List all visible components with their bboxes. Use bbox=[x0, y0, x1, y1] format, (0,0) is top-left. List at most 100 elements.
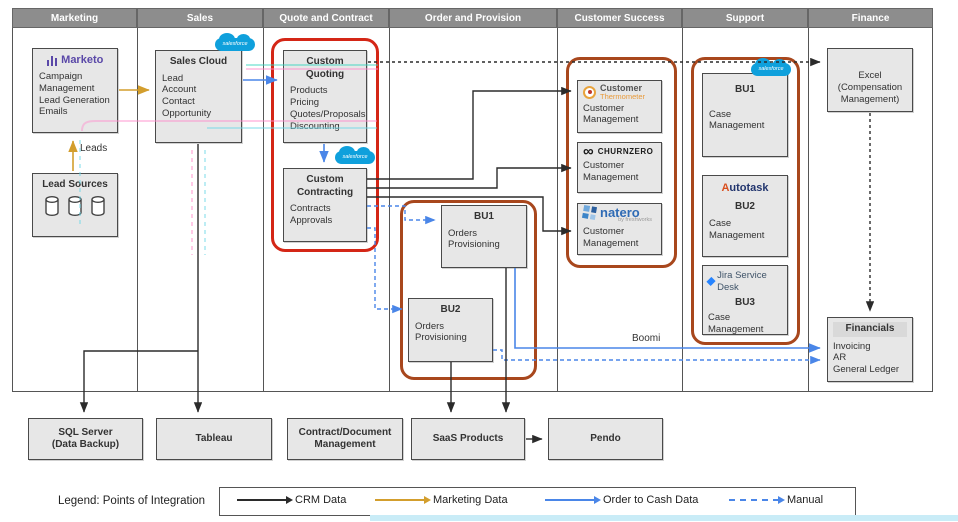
lead-sources-box: Lead Sources bbox=[32, 173, 118, 237]
custom-contracting-capabilities: Contracts Approvals bbox=[290, 203, 333, 226]
salesforce-logo-text: salesforce bbox=[222, 41, 248, 47]
custom-contracting-box: Custom Contracting Contracts Approvals bbox=[283, 168, 367, 242]
lane-label: Order and Provision bbox=[424, 12, 522, 24]
crm-arrow-sample bbox=[237, 496, 293, 504]
tableau-box: Tableau bbox=[156, 418, 272, 460]
excel-label: Excel (Compensation Management) bbox=[837, 69, 903, 105]
legend-item-crm: CRM Data bbox=[237, 494, 346, 506]
natero-logo: natero bbox=[581, 204, 656, 221]
lane-label: Customer Success bbox=[574, 12, 665, 24]
lane-header-order-provision: Order and Provision bbox=[389, 8, 557, 28]
lane-header-sales: Sales bbox=[137, 8, 263, 28]
lane-label: Finance bbox=[851, 12, 890, 24]
customer-thermometer-logo: Customer Thermometer bbox=[583, 84, 656, 101]
contract-document-box: Contract/Document Management bbox=[287, 418, 403, 460]
natero-logo-text: natero bbox=[600, 204, 640, 220]
custom-quoting-capabilities: Products Pricing Quotes/Proposals Discou… bbox=[290, 85, 366, 132]
bu1-orders-box: BU1 Orders Provisioning bbox=[441, 205, 527, 268]
custom-quoting-box: Custom Quoting Products Pricing Quotes/P… bbox=[283, 50, 367, 143]
legend-title: Legend: Points of Integration bbox=[58, 495, 206, 507]
marketo-box: Marketo Campaign Management Lead Generat… bbox=[32, 48, 118, 133]
salesforce-icon: salesforce bbox=[332, 146, 378, 166]
financials-capabilities: Invoicing AR General Ledger bbox=[833, 340, 900, 376]
natero-pinwheel-icon bbox=[581, 204, 598, 221]
lane-header-marketing: Marketing bbox=[12, 8, 137, 28]
salesforce-logo-text: salesforce bbox=[758, 66, 784, 72]
jira-service-desk-logo: Jira Service Desk bbox=[706, 270, 782, 294]
excel-box: Excel (Compensation Management) bbox=[827, 48, 913, 112]
bu1-orders-title: BU1 bbox=[473, 211, 494, 222]
sales-cloud-objects: Lead Account Contact Opportunity bbox=[162, 72, 212, 120]
boomi-arrow-label: Boomi bbox=[632, 333, 661, 344]
bu1-support-box: BU1 Case Management bbox=[702, 73, 788, 157]
lane-label: Sales bbox=[186, 12, 214, 24]
marketo-icon bbox=[46, 55, 58, 66]
salesforce-icon: salesforce bbox=[212, 33, 258, 53]
lane-header-customer-success: Customer Success bbox=[557, 8, 682, 28]
saas-products-box: SaaS Products bbox=[411, 418, 525, 460]
lead-sources-title: Lead Sources bbox=[42, 179, 108, 190]
lane-label: Support bbox=[725, 12, 765, 24]
thermometer-dial-icon bbox=[583, 85, 596, 99]
database-icon bbox=[45, 195, 59, 216]
lane-header-support: Support bbox=[682, 8, 808, 28]
natero-box: natero by freshworks Customer Management bbox=[577, 203, 662, 255]
marketo-logo: Marketo bbox=[39, 54, 111, 68]
bu2-support-capability: Case Management bbox=[709, 218, 765, 242]
autotask-logo-text: utotask bbox=[729, 182, 769, 194]
natero-capability: Customer Management bbox=[583, 225, 639, 249]
bu1-orders-capabilities: Orders Provisioning bbox=[448, 227, 500, 251]
custom-contracting-title: Custom Contracting bbox=[296, 174, 354, 198]
lane-label: Marketing bbox=[50, 12, 99, 24]
saas-products-label: SaaS Products bbox=[432, 432, 504, 444]
salesforce-icon: salesforce bbox=[748, 58, 794, 78]
bu3-support-box: Jira Service Desk BU3 Case Management bbox=[702, 265, 788, 335]
bu1-support-capability: Case Management bbox=[709, 108, 765, 132]
tableau-label: Tableau bbox=[195, 432, 233, 444]
bu2-support-title: BU2 bbox=[734, 200, 755, 212]
bu1-support-title: BU1 bbox=[734, 84, 755, 95]
sql-server-box: SQL Server (Data Backup) bbox=[28, 418, 143, 460]
customer-thermometer-capability: Customer Management bbox=[583, 102, 639, 126]
leads-arrow-label: Leads bbox=[80, 143, 108, 154]
manual-arrow-sample bbox=[729, 496, 785, 504]
sales-cloud-box: Sales Cloud Lead Account Contact Opportu… bbox=[155, 50, 242, 143]
legend-item-manual: Manual bbox=[729, 494, 823, 506]
pendo-label: Pendo bbox=[590, 432, 621, 444]
legend-item-marketing: Marketing Data bbox=[375, 494, 508, 506]
legend-label: Order to Cash Data bbox=[603, 494, 699, 506]
sql-server-label: SQL Server (Data Backup) bbox=[51, 426, 120, 451]
lane-divider bbox=[682, 28, 684, 392]
pendo-box: Pendo bbox=[548, 418, 663, 460]
bu3-support-title: BU3 bbox=[734, 296, 755, 308]
financials-title: Financials bbox=[833, 322, 907, 337]
churnzero-capability: Customer Management bbox=[583, 160, 639, 183]
customer-thermometer-logo-text: Thermometer bbox=[600, 92, 646, 101]
highlight-band bbox=[370, 515, 958, 521]
marketing-arrow-sample bbox=[375, 496, 431, 504]
customer-thermometer-logo-text: Customer bbox=[600, 83, 643, 93]
customer-thermometer-box: Customer Thermometer Customer Management bbox=[577, 80, 662, 133]
order-to-cash-arrow-sample bbox=[545, 496, 601, 504]
churnzero-box: ∞ CHURNZERO Customer Management bbox=[577, 142, 662, 193]
marketo-capabilities: Campaign Management Lead Generation Emai… bbox=[39, 70, 110, 118]
financials-box: Financials Invoicing AR General Ledger bbox=[827, 317, 913, 382]
sales-cloud-title: Sales Cloud bbox=[169, 56, 228, 67]
churnzero-infinity-icon: ∞ bbox=[583, 143, 594, 160]
contract-document-label: Contract/Document Management bbox=[298, 426, 392, 451]
marketo-logo-text: Marketo bbox=[61, 54, 104, 66]
custom-quoting-title: Custom Quoting bbox=[305, 56, 345, 80]
lane-label: Quote and Contract bbox=[279, 12, 373, 24]
lane-divider bbox=[557, 28, 559, 392]
legend-item-order-to-cash: Order to Cash Data bbox=[545, 494, 698, 506]
autotask-logo: Autotask bbox=[709, 182, 781, 196]
lane-header-quote-contract: Quote and Contract bbox=[263, 8, 389, 28]
lane-header-finance: Finance bbox=[808, 8, 933, 28]
bu2-orders-box: BU2 Orders Provisioning bbox=[408, 298, 493, 362]
churnzero-logo-text: CHURNZERO bbox=[597, 147, 654, 156]
jira-icon bbox=[706, 277, 716, 287]
churnzero-logo: ∞ CHURNZERO bbox=[583, 143, 656, 160]
database-icon bbox=[91, 195, 105, 216]
legend-label: Manual bbox=[787, 494, 824, 506]
legend-label: Marketing Data bbox=[433, 494, 508, 506]
